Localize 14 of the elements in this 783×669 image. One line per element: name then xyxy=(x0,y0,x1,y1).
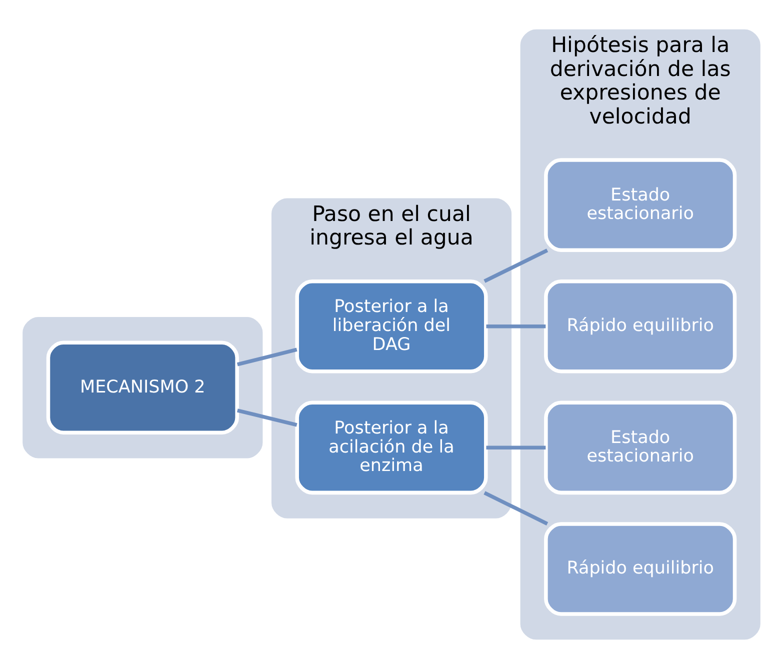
node-box: Estado estacionario xyxy=(544,158,737,252)
node-box: Rápido equilibrio xyxy=(544,279,737,374)
connector xyxy=(484,248,548,283)
connector xyxy=(236,348,298,366)
cluster xyxy=(22,317,263,458)
node-box: Posterior a la acilación de la enzima xyxy=(295,400,488,495)
connector xyxy=(236,408,298,427)
connector xyxy=(486,324,546,328)
connector xyxy=(486,446,546,450)
node-box: Rápido equilibrio xyxy=(544,522,737,616)
node-box: Estado estacionario xyxy=(544,400,737,495)
node-box: Posterior a la liberación del DAG xyxy=(295,279,488,374)
node-box: MECANISMO 2 xyxy=(46,340,239,435)
connector xyxy=(484,491,548,526)
